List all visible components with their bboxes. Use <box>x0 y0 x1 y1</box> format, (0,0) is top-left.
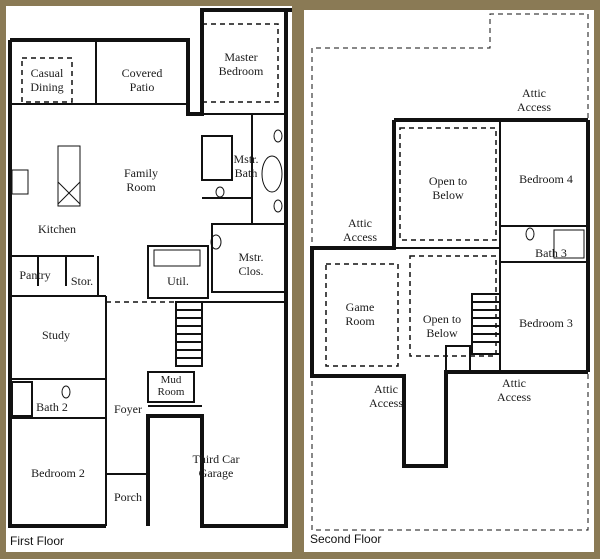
room-util: Util. <box>167 274 189 288</box>
room-game-room: Game Room <box>345 300 375 328</box>
second-floor-plan-drawing <box>310 13 590 531</box>
room-mstr-clos: Mstr. Clos. <box>238 250 264 278</box>
first-floor-plan-drawing <box>8 8 292 528</box>
first-floor-panel: Casual Dining Covered Patio Master Bedro… <box>6 6 292 552</box>
room-master-bedroom: Master Bedroom <box>218 50 264 78</box>
room-open-to-below-2: Open to Below <box>422 312 462 340</box>
room-bath-3: Bath 3 <box>535 246 567 260</box>
second-floor-title: Second Floor <box>308 532 384 546</box>
room-attic-access-mid: Attic Access <box>369 382 403 410</box>
room-family-room: Family Room <box>123 166 158 194</box>
room-mstr-bath: Mstr. Bath <box>233 152 259 180</box>
room-bath-2: Bath 2 <box>36 400 68 414</box>
second-floor-panel: Attic Access Open to Below Bedroom 4 Att… <box>304 10 594 552</box>
room-open-to-below-1: Open to Below <box>428 174 468 202</box>
room-bedroom-4: Bedroom 4 <box>519 172 573 186</box>
room-pantry: Pantry <box>19 268 51 282</box>
room-third-car-garage: Third Car Garage <box>192 452 240 480</box>
room-casual-dining: Casual Dining <box>30 66 64 94</box>
room-bedroom-2: Bedroom 2 <box>31 466 85 480</box>
room-porch: Porch <box>114 490 142 504</box>
room-bedroom-3: Bedroom 3 <box>519 316 573 330</box>
room-attic-access-left: Attic Access <box>343 216 377 244</box>
room-kitchen: Kitchen <box>38 222 76 236</box>
room-covered-patio: Covered Patio <box>121 66 163 94</box>
room-attic-access-top: Attic Access <box>517 86 551 114</box>
room-study: Study <box>41 328 70 342</box>
room-stor: Stor. <box>70 274 94 288</box>
room-mud-room: Mud Room <box>157 374 185 398</box>
room-attic-access-right: Attic Access <box>497 376 531 404</box>
first-floor-title: First Floor <box>8 534 66 548</box>
room-foyer: Foyer <box>114 402 142 416</box>
